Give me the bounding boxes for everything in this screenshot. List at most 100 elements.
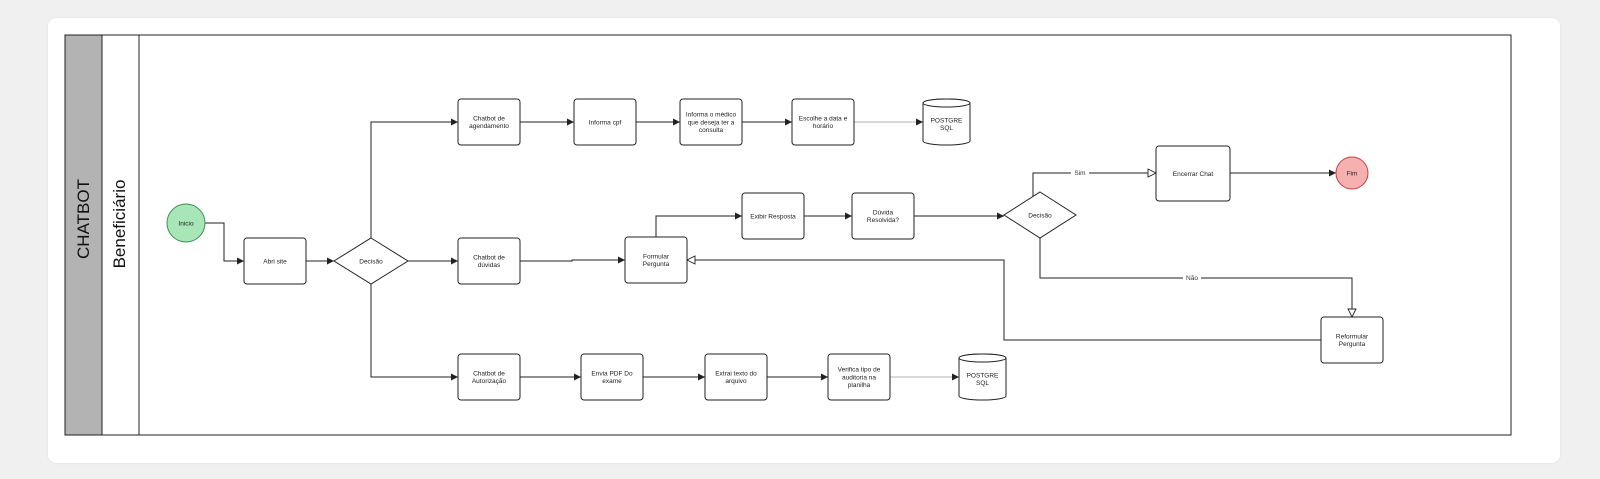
verifica-tipo-label-line: auditoria na [842,374,876,381]
node-exibir-resposta[interactable]: Exibir Resposta [741,192,805,240]
node-encerrar-chat[interactable]: Encerrar Chat [1155,145,1231,202]
decisao-2-label-line: Decisão [1028,212,1052,219]
chatbot-autorizacao-label-line: Chatbot de [473,371,505,378]
edge-duvidas-formular [520,256,625,264]
postgre-2-label-line: SQL [976,380,989,387]
duvida-resolvida-label-line: Resolvida? [867,217,900,224]
task-box [851,192,915,240]
task-box [457,98,521,146]
formular-pergunta-label-line: Formular [643,254,670,261]
escolhe-data-label-line: horário [813,123,834,130]
chatbot-duvidas-label-line: Chatbot de [473,255,505,262]
edge-line [687,260,1321,341]
pool-header [64,34,103,436]
inicio-label-line: Inicio [178,220,194,227]
encerrar-chat-label-line: Encerrar Chat [1173,171,1214,178]
exibir-resposta-label-line: Exibir Resposta [750,213,796,220]
gateway-diamond [333,237,409,285]
task-box [704,353,768,401]
chatbot-agendamento-label-line: Chatbot de [473,116,505,123]
task-box [1320,316,1384,364]
edge-label-decisao-2-reformular: Não [1186,275,1198,282]
extrai-texto-label-line: Extrai texto do [715,371,757,378]
decisao-1-label-line: Decisão [359,258,383,265]
node-fim[interactable]: Fim [1335,156,1369,190]
pool-label: CHATBOT [74,179,93,259]
escolhe-data-label-line: Escolhe a data e [799,116,848,123]
task-box [791,98,855,146]
edge-line [205,222,244,265]
task-box [573,98,637,146]
edge-decisao-1-autorizacao [370,284,458,381]
postgre-1-label-line: POSTGRE [931,118,963,125]
task-box [1155,145,1231,202]
pool: CHATBOT Beneficiário [64,34,1512,436]
postgre-1-label-line: SQL [940,125,953,132]
chatbot-agendamento-label-line: agendamento [469,123,509,130]
task-box [827,353,891,401]
informa-medico-label-line: Informa o médico [686,112,737,119]
verifica-tipo-label-line: Verifica tipo de [838,367,881,374]
informa-medico-label-line: consulta [699,127,724,134]
edge-decisao-1-agendamento [370,118,458,238]
chatbot-duvidas-label-line: dúvidas [478,262,501,269]
abri-site-label-line: Abri site [263,258,287,265]
end-event-circle [1335,156,1369,190]
edge-label-decisao-2-encerrar: Sim [1074,170,1085,177]
edge-inicio-abri-site [205,222,244,265]
lane-header [101,34,140,436]
extrai-texto-label-line: arquivo [725,378,747,385]
lane-label: Beneficiário [110,180,129,269]
node-decisao-1[interactable]: Decisão [333,237,409,285]
envia-pdf-label-line: Envia PDF Do [591,371,633,378]
edge-label-bg [1071,168,1089,177]
edge-line [520,256,625,264]
edge-line [370,118,458,238]
edge-label-bg [1183,273,1201,282]
envia-pdf-label-line: exame [602,378,622,385]
edge-line [1032,173,1156,198]
reformular-pergunta-label-line: Pergunta [1339,341,1366,348]
task-box [741,192,805,240]
database-top [922,98,971,108]
informa-cpf-label-line: Informa cpf [589,119,622,126]
postgre-2-label-line: POSTGRE [967,373,999,380]
edge-reformular-formular [687,260,1321,341]
fim-label-line: Fim [1347,170,1358,177]
edge-formular-exibir [655,212,742,237]
node-abri-site[interactable]: Abri site [243,237,307,285]
task-box [457,237,521,285]
duvida-resolvida-label-line: Dúvida [873,210,894,217]
edge-decisao-2-encerrar: Sim [1032,168,1156,198]
edge-line [655,212,742,237]
node-informa-cpf[interactable]: Informa cpf [573,98,637,146]
informa-medico-label-line: que deseja ter a [688,119,735,126]
start-event-circle [166,203,206,243]
chatbot-autorizacao-label-line: Autorização [472,378,507,385]
node-decisao-2[interactable]: Decisão [1003,191,1077,239]
reformular-pergunta-label-line: Reformular [1336,334,1369,341]
node-inicio[interactable]: Inicio [166,203,206,243]
task-box [457,353,521,401]
formular-pergunta-label-line: Pergunta [643,261,670,268]
edge-decisao-2-reformular: Não [1039,238,1352,317]
verifica-tipo-label-line: planilha [848,382,871,389]
task-box [624,236,688,284]
task-box [243,237,307,285]
gateway-diamond [1003,191,1077,239]
